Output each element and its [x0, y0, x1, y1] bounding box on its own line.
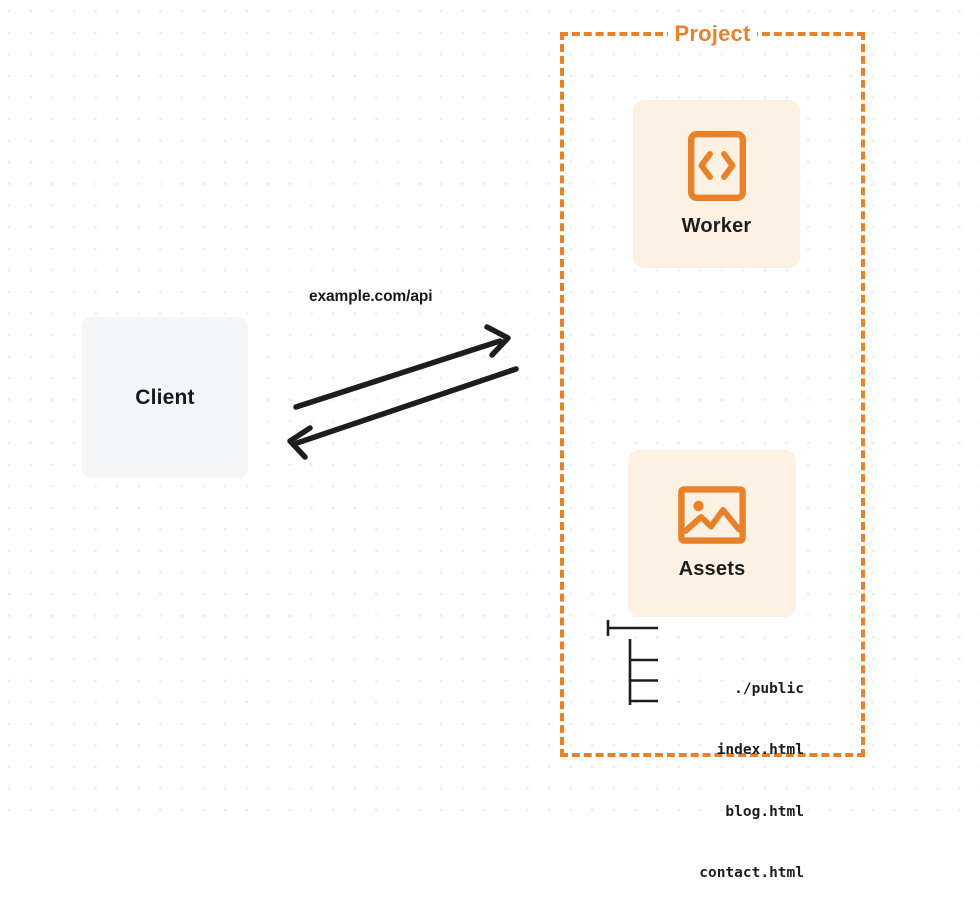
request-arrow	[293, 324, 511, 410]
response-arrow	[287, 366, 519, 460]
assets-card-label: Assets	[678, 558, 746, 580]
asset-tree-row-text: index.html	[716, 742, 804, 758]
asset-tree-row: index.html	[604, 720, 804, 758]
image-icon	[678, 486, 746, 544]
diagram-canvas: Client example.com/api Project Worker	[0, 0, 980, 881]
asset-tree: ./public index.html blog.html contact.ht…	[604, 617, 804, 904]
worker-card-label: Worker	[681, 214, 752, 237]
assets-card[interactable]: Assets	[628, 450, 796, 617]
client-node-label: Client	[135, 385, 195, 409]
code-brackets-icon	[687, 130, 746, 201]
asset-tree-row: ./public	[604, 658, 804, 697]
asset-tree-row-text: ./public	[734, 680, 804, 697]
asset-tree-row: blog.html	[604, 781, 804, 820]
client-node[interactable]: Client	[82, 317, 248, 478]
asset-tree-row-text: blog.html	[725, 803, 804, 820]
asset-tree-row: contact.html	[604, 843, 804, 881]
asset-tree-row-text: contact.html	[699, 865, 804, 881]
worker-card[interactable]: Worker	[633, 100, 800, 268]
connection-label: example.com/api	[309, 288, 433, 305]
